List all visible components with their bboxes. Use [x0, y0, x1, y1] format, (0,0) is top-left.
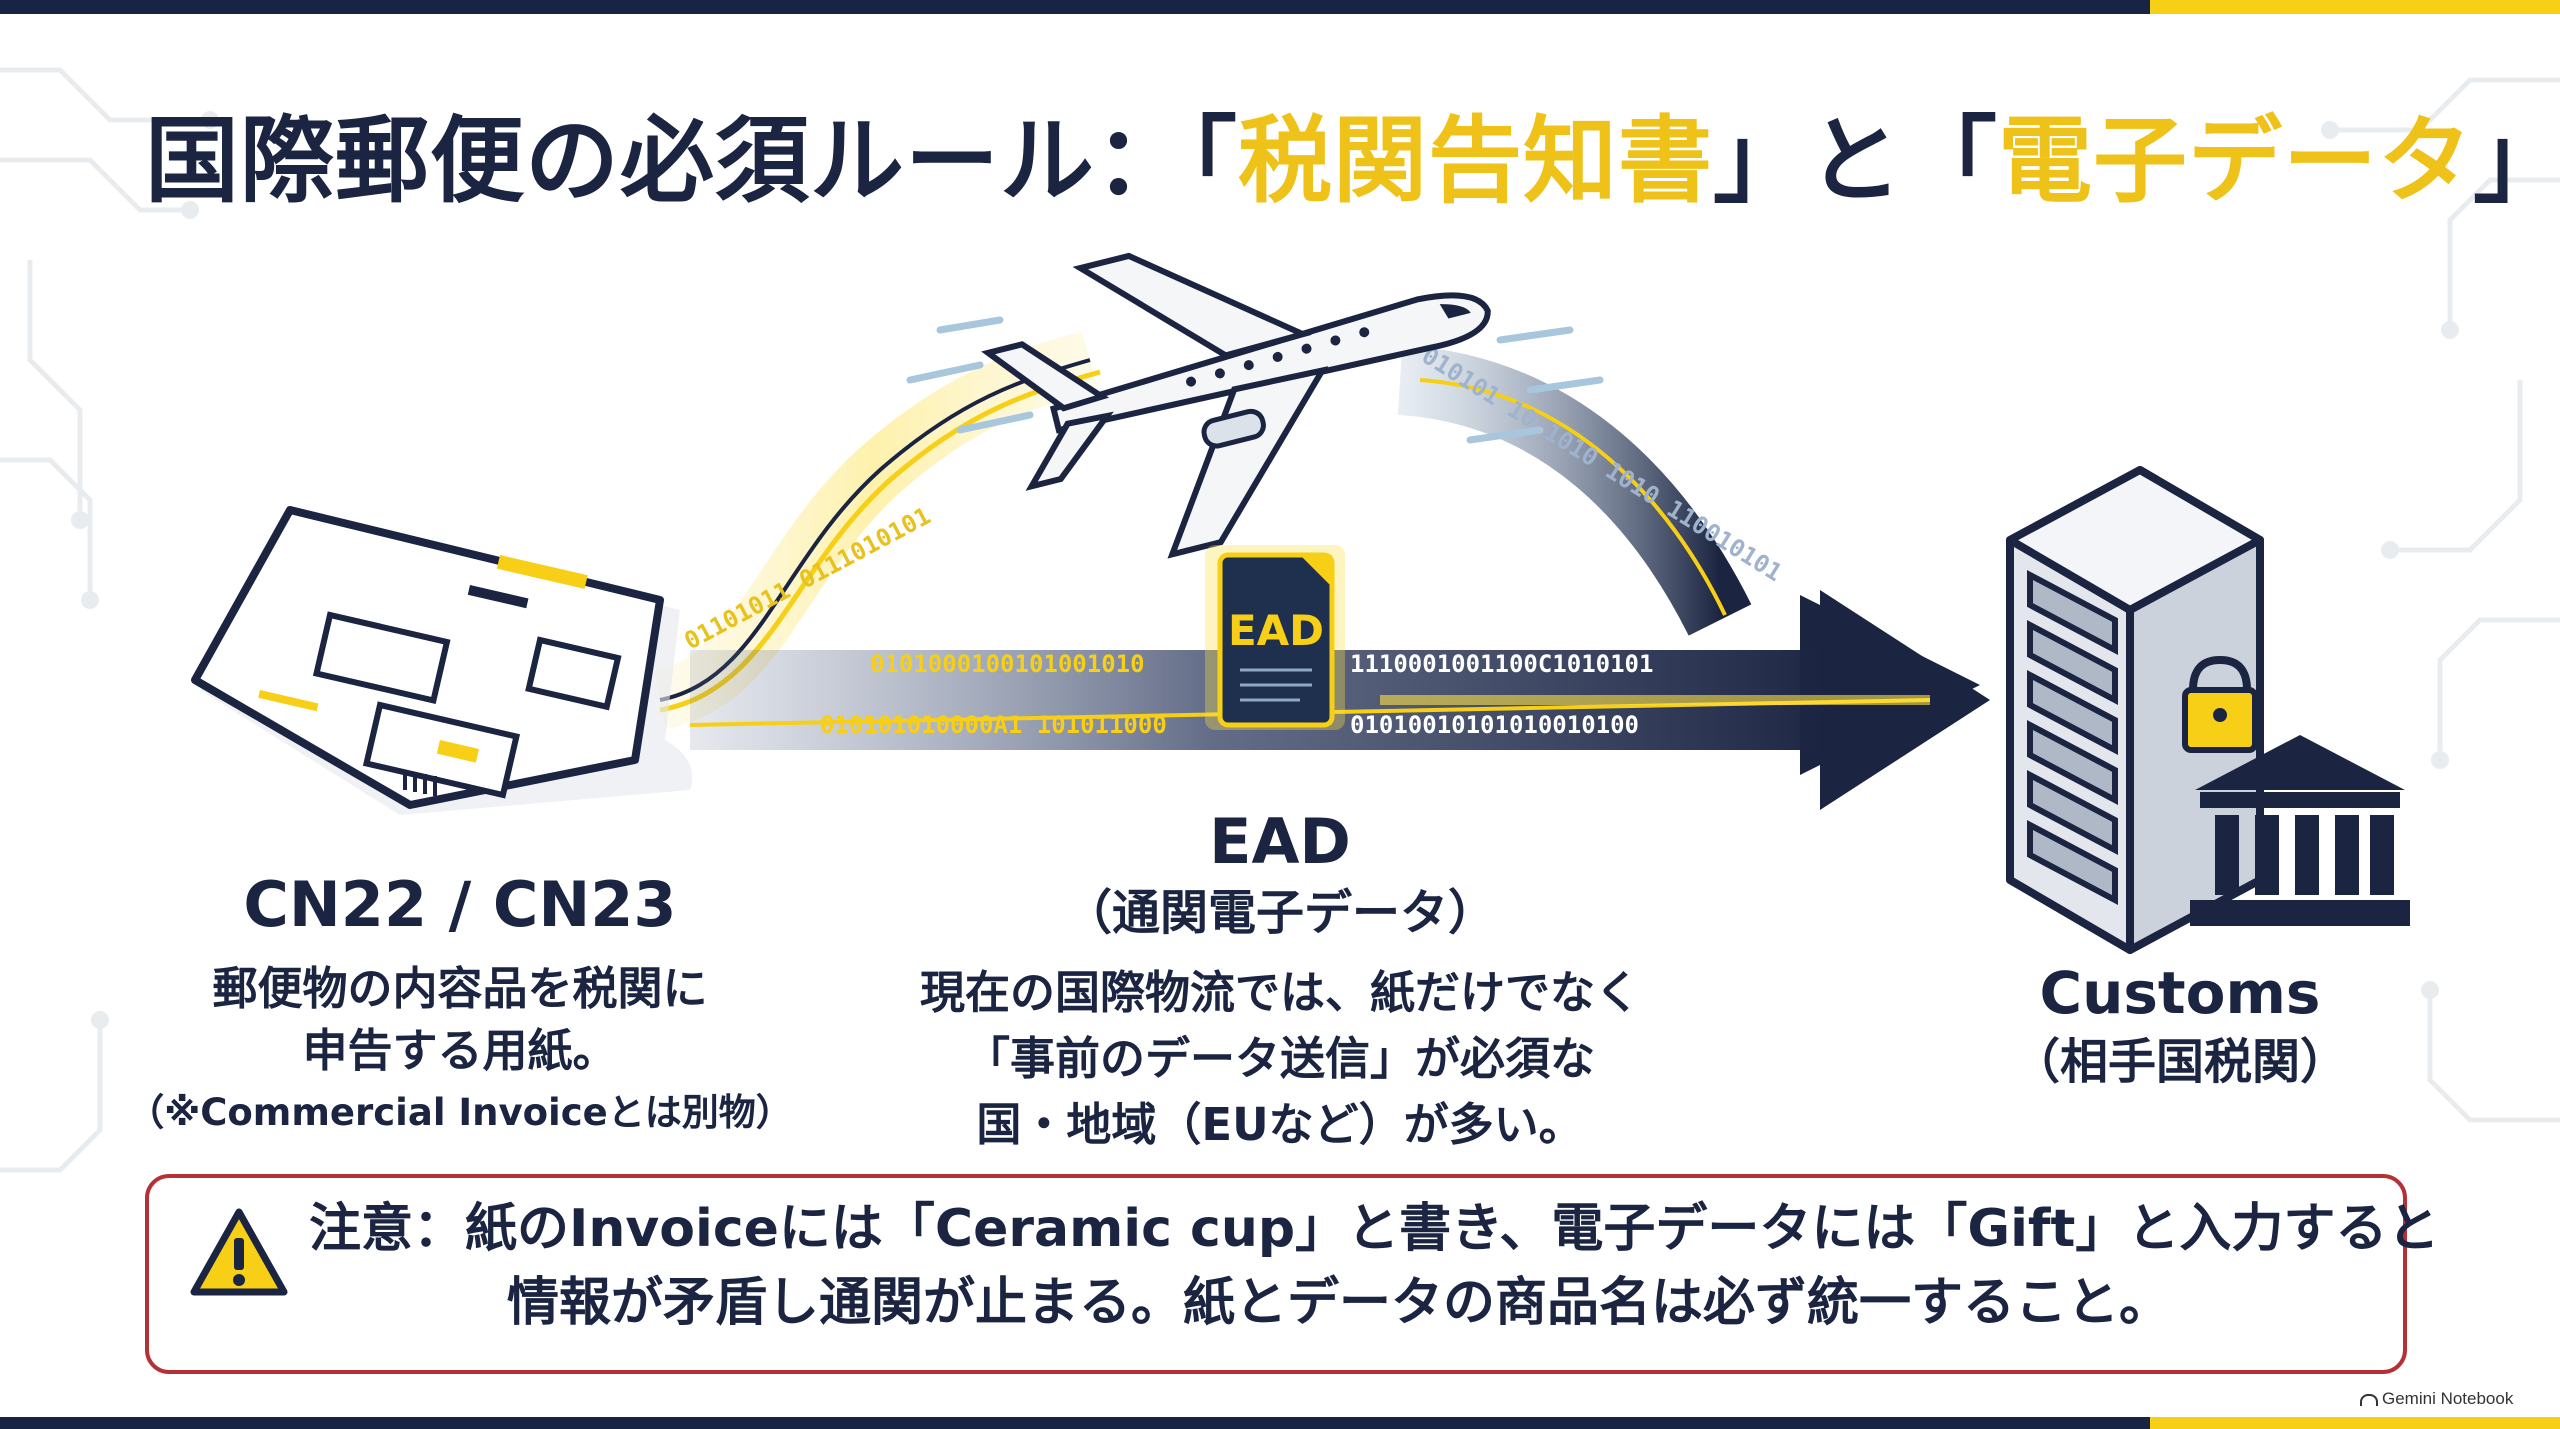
ead-description: 現在の国際物流では、紙だけでなく 「事前のデータ送信」が必須な 国・地域（EUな… [919, 966, 1640, 1151]
bottom-bar-navy [0, 1417, 2150, 1429]
top-bar-yellow [2150, 0, 2560, 14]
binary-stream-bottom-left: 010101010000A1 101011000 [820, 711, 1167, 739]
right-data-curve [1397, 345, 1752, 636]
cn22-cn23-description: 郵便物の内容品を税関に 申告する用紙。 [212, 962, 708, 1077]
ead-title: EAD [1209, 805, 1351, 878]
ead-subtitle: （通関電子データ） [1063, 885, 1496, 941]
cn22-cn23-note: （※Commercial Invoiceとは別物） [127, 1091, 793, 1134]
motion-lines [906, 316, 1604, 444]
padlock-icon [2182, 655, 2258, 753]
svg-text:EAD: EAD [1228, 606, 1324, 655]
binary-stream-bottom-right: 01010010101010010100 [1350, 711, 1639, 739]
customs-title: Customs [2039, 959, 2321, 1027]
warning-icon [190, 1208, 288, 1296]
customs-subtitle: （相手国税関） [2011, 1034, 2348, 1090]
binary-stream-top-right: 1110001001100C1010101 [1350, 650, 1653, 678]
bank-building-icon [2190, 735, 2410, 926]
page-title: 国際郵便の必須ルール：「税関告知書」と「電子データ」 [145, 107, 2560, 216]
customs-form-document-icon [191, 506, 693, 815]
title-highlight-customs-declaration: 税関告知書 [1238, 107, 1714, 216]
airplane-icon [981, 252, 1491, 559]
bottom-bar-yellow [2150, 1417, 2560, 1429]
brand-watermark: Gemini Notebook [2360, 1389, 2550, 1411]
title-highlight-electronic-data: 電子データ [1998, 107, 2474, 216]
warning-text: 注意：紙のInvoiceには「Ceramic cup」と書き、電子データには「G… [309, 1199, 2440, 1333]
gemini-logo-icon [2360, 1393, 2378, 1406]
cn22-cn23-title: CN22 / CN23 [243, 868, 677, 941]
ead-chip-icon: EAD [1205, 545, 1345, 730]
warning-box: 注意：紙のInvoiceには「Ceramic cup」と書き、電子データには「G… [145, 1174, 2440, 1374]
top-bar-navy [0, 0, 2150, 14]
customs-server-icon [2006, 466, 2410, 954]
binary-stream-top-left: 0101000100101001010 [870, 650, 1145, 678]
